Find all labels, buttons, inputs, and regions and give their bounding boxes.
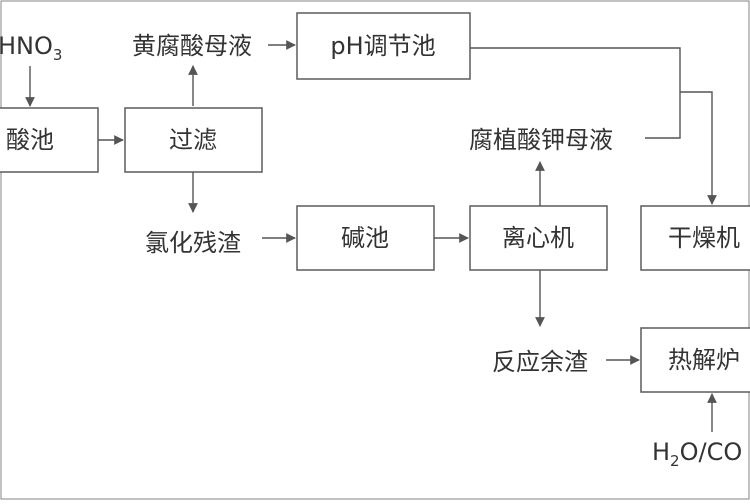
alkali-pool-label: 碱池: [341, 224, 389, 252]
pyrolysis-furnace-box: [640, 327, 750, 393]
ph-pool-box: [296, 12, 471, 80]
reaction-residue-label: 反应余渣: [492, 348, 588, 376]
dryer-box: [640, 205, 750, 271]
acid-pool-label: 酸池: [6, 126, 54, 154]
potassium-humate-liquor-label: 腐植酸钾母液: [469, 126, 613, 154]
centrifuge-box: [469, 205, 608, 271]
node-centrifuge: 离心机: [469, 205, 608, 271]
node-alkali-pool: 碱池: [296, 205, 435, 271]
filter-box: [124, 107, 263, 173]
node-pyrolysis-furnace: 热解炉: [640, 327, 750, 393]
centrifuge-label: 离心机: [502, 224, 574, 252]
hno3-label: HNO3: [0, 32, 62, 64]
pyrolysis-furnace-label: 热解炉: [668, 346, 740, 374]
fulvic-mother-liquor-label: 黄腐酸母液: [132, 32, 252, 60]
h2o-co-label: H2O/CO: [652, 438, 742, 470]
dryer-label: 干燥机: [668, 224, 740, 252]
filter-label: 过滤: [169, 126, 217, 154]
ph-pool-label: pH调节池: [330, 32, 435, 60]
node-dryer: 干燥机: [640, 205, 750, 271]
arrow-junction-to-dryer: [680, 91, 717, 205]
chlorinated-residue-label: 氯化残渣: [145, 229, 241, 257]
node-filter: 过滤: [124, 107, 263, 173]
node-acid-pool: 酸池: [0, 107, 99, 173]
line-ph-pool-to-humate-junction: [470, 47, 681, 139]
node-ph-pool: pH调节池: [296, 12, 471, 80]
